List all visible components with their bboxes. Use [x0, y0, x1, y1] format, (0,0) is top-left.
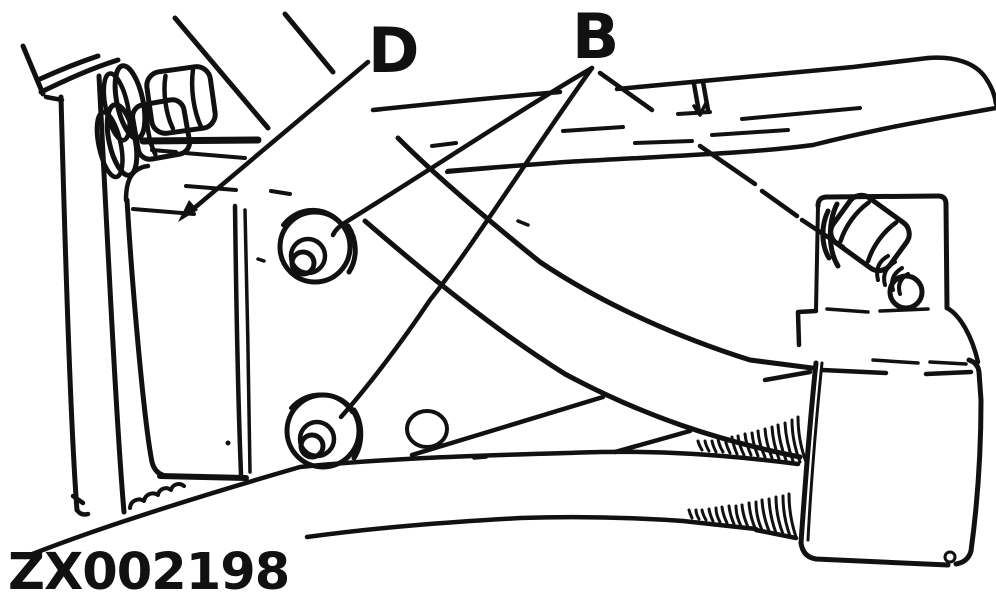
- clamp-bracket: [687, 193, 984, 568]
- frame-tube: [22, 449, 801, 560]
- hose-clamp-hatching-upper: [696, 415, 808, 464]
- leader-d-arrowhead: [178, 200, 198, 222]
- lower-mount-bolt: [284, 392, 449, 470]
- leader-b-upper: [330, 65, 595, 238]
- upper-mount-bolt: [256, 207, 358, 285]
- left-bracket-panel: [20, 15, 271, 517]
- figure-code: ZX002198: [8, 543, 289, 598]
- right-bracket-bolt: [820, 192, 925, 311]
- callout-leaders: [178, 59, 846, 420]
- leader-b-lower: [338, 65, 595, 420]
- left-bracket-bolts: [94, 63, 218, 180]
- callout-label-b: B: [572, 0, 619, 73]
- component-plate: [123, 136, 292, 510]
- callout-label-d: D: [368, 14, 419, 87]
- leader-d: [189, 59, 371, 213]
- panel-hole: [405, 409, 449, 449]
- hose-clamp-hatching-lower: [687, 492, 798, 539]
- upper-rail: [370, 55, 996, 174]
- leader-b-right-dashed: [597, 70, 846, 250]
